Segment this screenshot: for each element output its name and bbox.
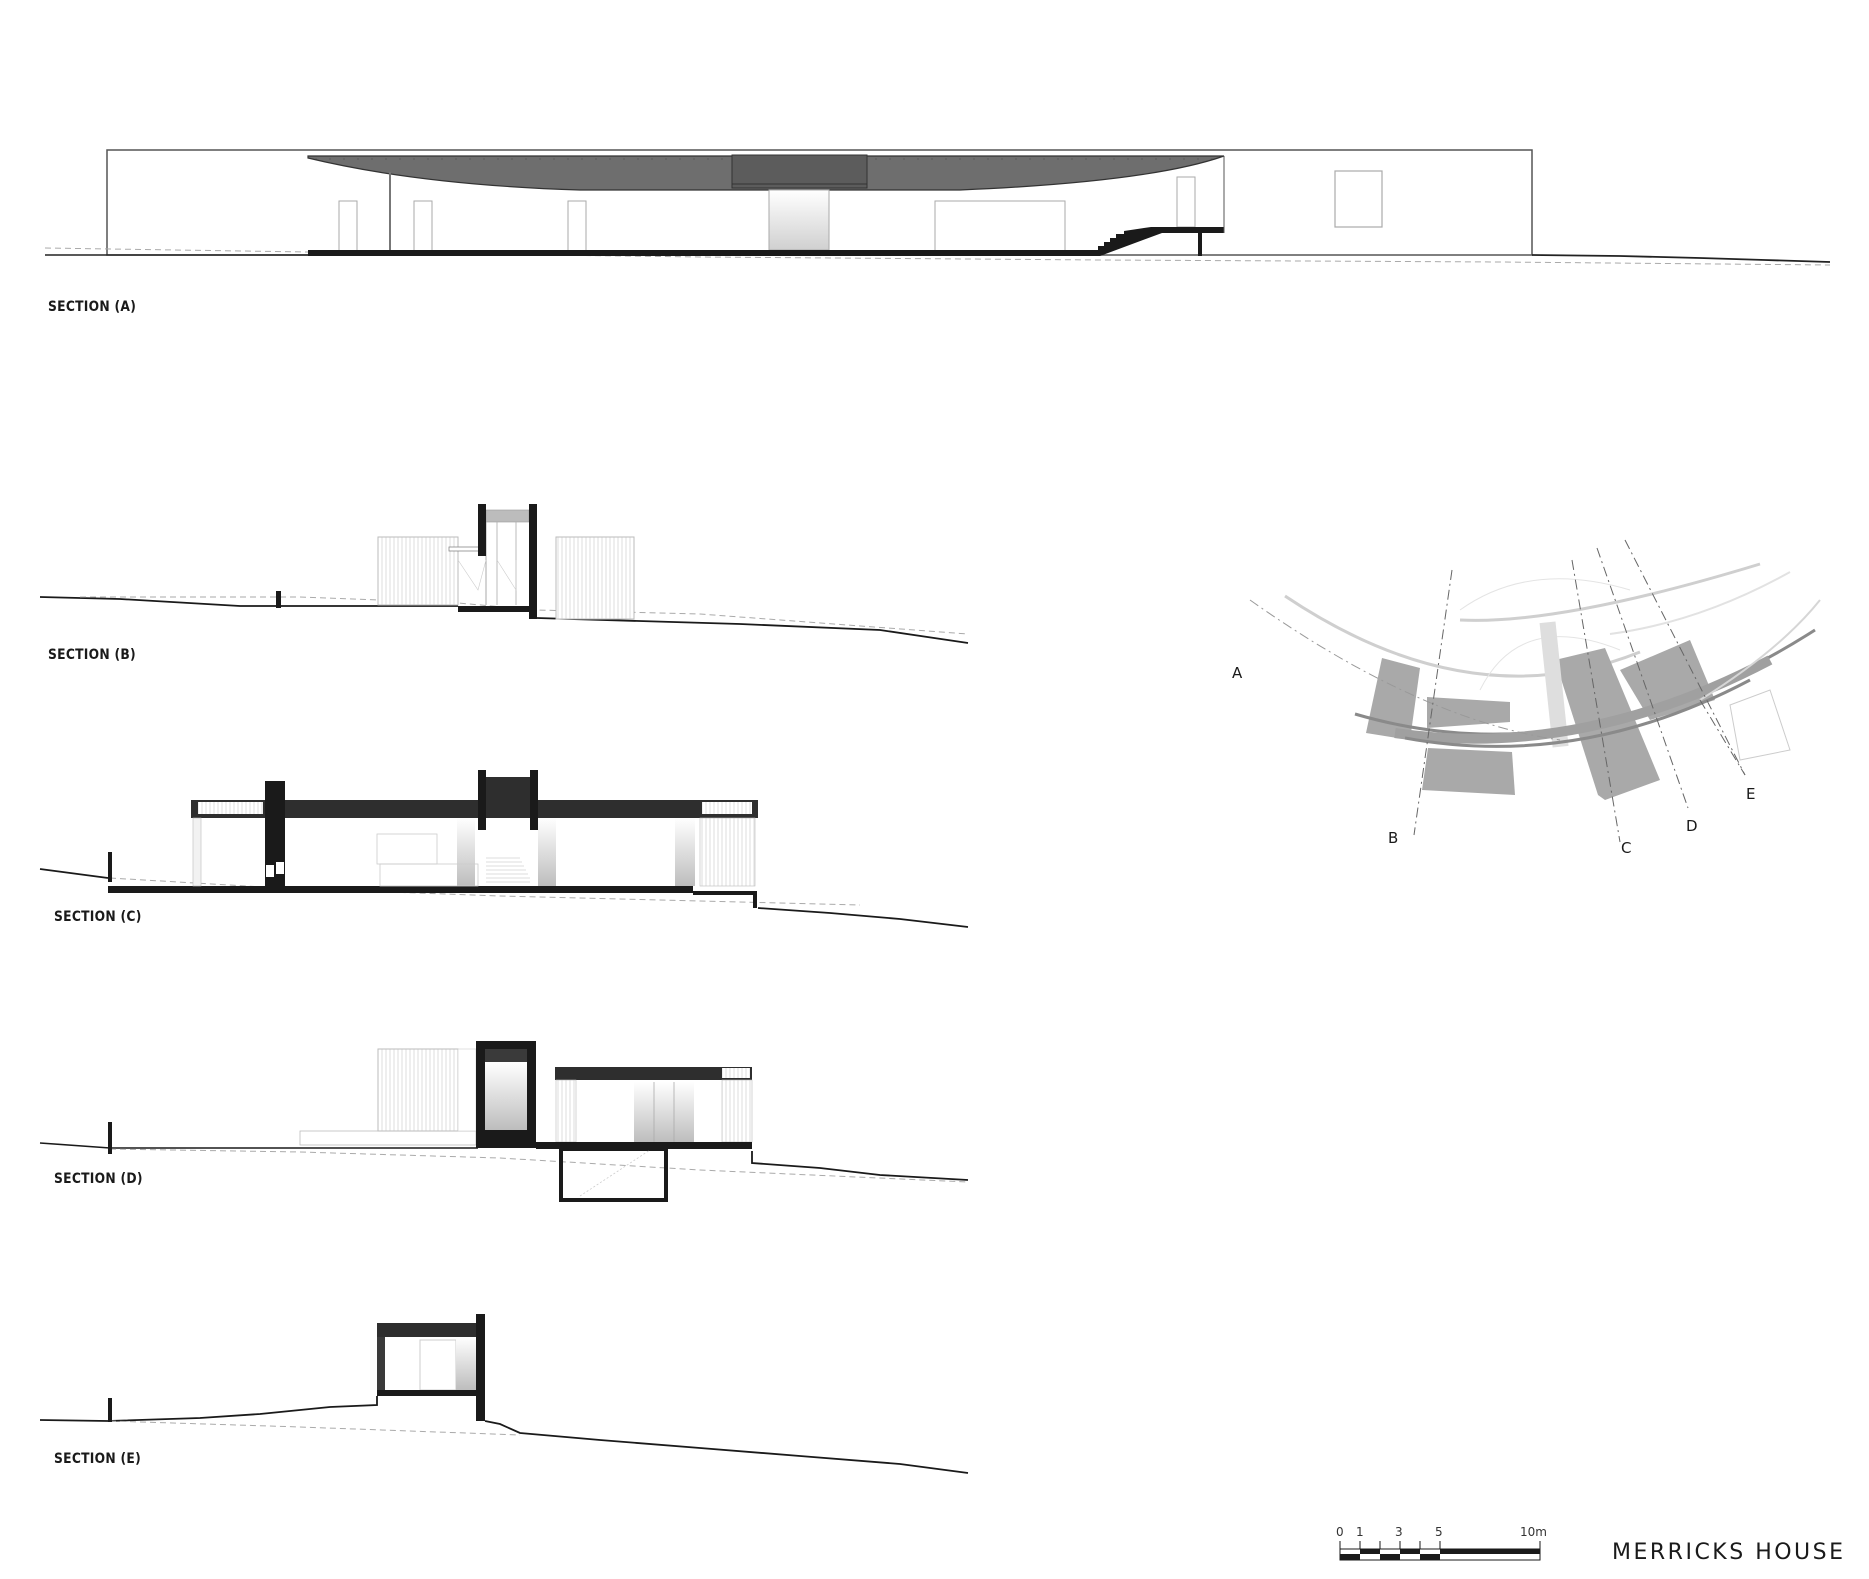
key-plan xyxy=(1249,539,1821,843)
section-e-drawing xyxy=(39,1314,969,1474)
section-a-drawing xyxy=(44,149,1831,266)
section-c-drawing xyxy=(39,770,969,928)
key-plan-cut-d: D xyxy=(1686,817,1698,835)
section-d-drawing xyxy=(39,1041,969,1202)
section-d-label: SECTION (D) xyxy=(54,1171,143,1187)
scale-bar xyxy=(1339,1541,1541,1561)
key-plan-cut-c: C xyxy=(1621,839,1632,857)
section-c-label: SECTION (C) xyxy=(54,909,142,925)
key-plan-cut-e: E xyxy=(1746,785,1756,803)
sheet-title: MERRICKS HOUSE xyxy=(1612,1540,1846,1565)
section-b-label: SECTION (B) xyxy=(48,647,136,663)
key-plan-cut-b: B xyxy=(1388,829,1399,847)
scale-tick-3: 3 xyxy=(1395,1525,1403,1539)
scale-tick-10m: 10m xyxy=(1520,1525,1547,1539)
scale-tick-0: 0 xyxy=(1336,1525,1344,1539)
scale-tick-1: 1 xyxy=(1356,1525,1364,1539)
key-plan-cut-a: A xyxy=(1232,664,1243,682)
section-b-drawing xyxy=(39,504,969,644)
section-a-label: SECTION (A) xyxy=(48,299,137,315)
scale-tick-5: 5 xyxy=(1435,1525,1443,1539)
section-e-label: SECTION (E) xyxy=(54,1451,141,1467)
